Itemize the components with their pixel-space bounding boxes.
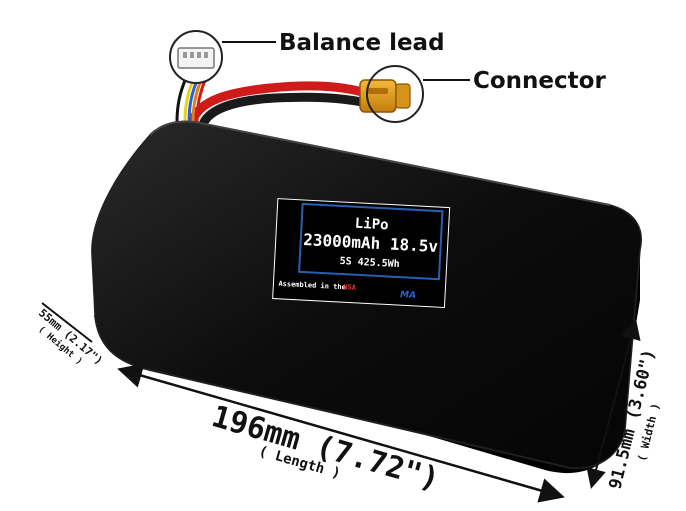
connector-callout: Connector <box>359 65 606 123</box>
label-assembled: Assembled in the <box>278 280 346 292</box>
label-config-energy: 5S 425.5Wh <box>339 256 400 270</box>
label-inner-frame <box>298 202 444 281</box>
battery-label: LiPo 23000mAh 18.5v 5S 425.5Wh Assembled… <box>272 198 451 309</box>
width-arrow <box>586 319 641 489</box>
wires <box>175 77 367 129</box>
red-wire <box>188 81 367 125</box>
connector-label: Connector <box>473 68 606 94</box>
black-wire <box>198 92 367 129</box>
balance-lead-label: Balance lead <box>279 30 445 56</box>
label-country: USA <box>343 283 357 292</box>
brand-logo-icon: MA <box>400 290 416 301</box>
label-chemistry: LiPo <box>354 216 389 234</box>
height-arrow-line <box>41 302 93 343</box>
length-arrow <box>117 363 565 503</box>
balance-lead-callout: Balance lead <box>169 30 445 84</box>
